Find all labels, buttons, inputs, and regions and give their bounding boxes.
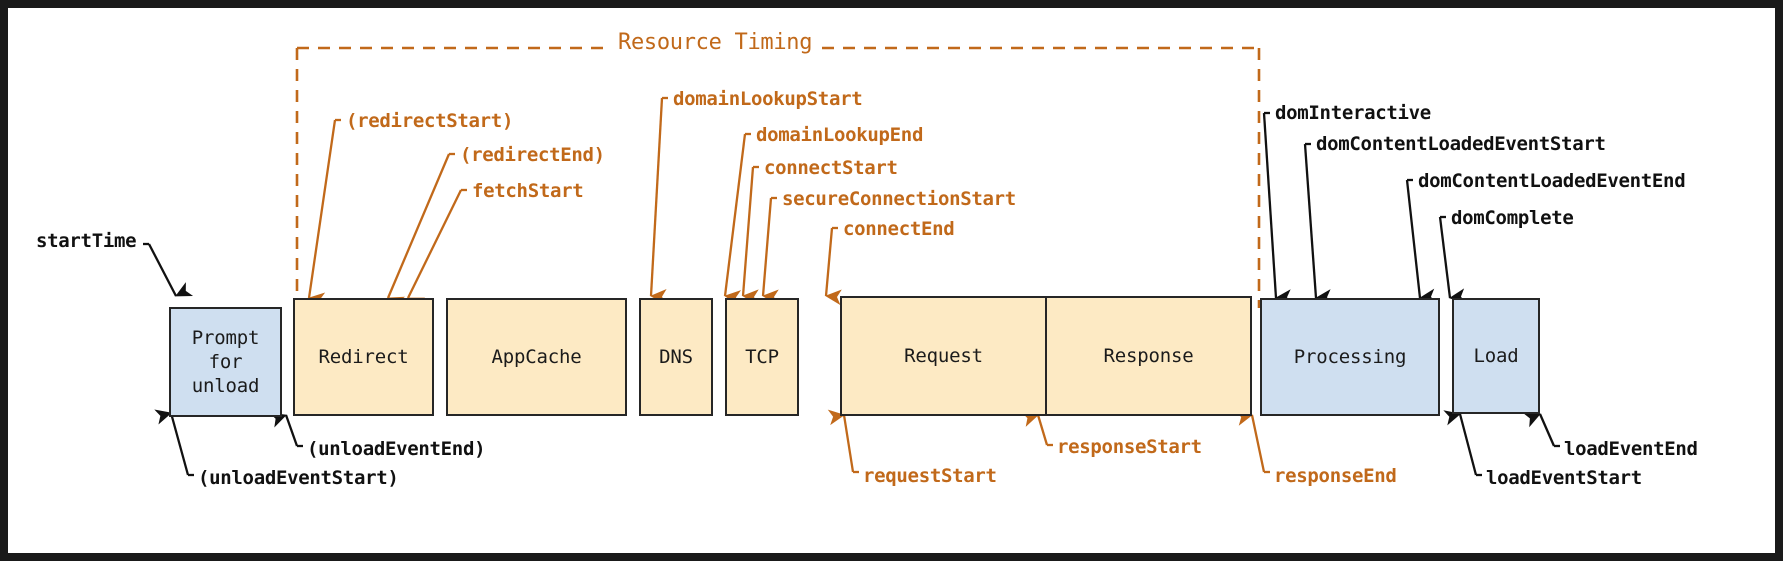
phase-label-processing: Processing	[1293, 345, 1407, 368]
phase-label-response: Response	[1103, 345, 1194, 367]
phase-label-tcp: TCP	[745, 345, 779, 368]
phase-box-redirect[interactable]: Redirect	[293, 298, 434, 416]
phase-box-load[interactable]: Load	[1452, 298, 1540, 414]
phase-cell-request[interactable]: Request	[842, 298, 1045, 414]
label-load-event-end: loadEventEnd	[1564, 438, 1698, 460]
phase-label-appcache: AppCache	[491, 345, 582, 368]
label-domain-lookup-start: domainLookupStart	[673, 88, 863, 110]
label-response-start: responseStart	[1057, 436, 1202, 458]
leader-response-start	[1021, 411, 1049, 446]
phase-box-request-response[interactable]: Request Response	[840, 296, 1252, 416]
label-domain-lookup-end: domainLookupEnd	[756, 124, 924, 146]
label-unload-event-start: (unloadEventStart)	[198, 467, 399, 489]
phase-label-request: Request	[904, 345, 983, 367]
leader-request-start	[827, 409, 855, 473]
label-dom-complete: domComplete	[1451, 207, 1574, 229]
leader-redirect-start	[307, 119, 337, 308]
phase-box-tcp[interactable]: TCP	[725, 298, 799, 416]
phase-box-appcache[interactable]: AppCache	[446, 298, 627, 416]
resource-timing-bracket	[295, 46, 1261, 308]
label-fetch-start: fetchStart	[472, 180, 584, 202]
phase-label-dns: DNS	[659, 345, 693, 368]
label-unload-event-end: (unloadEventEnd)	[307, 438, 486, 460]
diagram-canvas: Resource Timing Prompt for unload Redire…	[8, 8, 1775, 553]
label-response-end: responseEnd	[1274, 465, 1397, 487]
leader-dom-complete	[1438, 216, 1467, 304]
leader-connect-start	[741, 166, 759, 305]
phase-label-redirect: Redirect	[318, 345, 409, 368]
leader-connect-end	[824, 227, 842, 306]
leader-unload-event-end	[269, 412, 299, 447]
leader-response-end	[1235, 410, 1266, 473]
leader-load-event-start	[1443, 410, 1478, 476]
leader-unload-event-start	[154, 409, 190, 476]
label-redirect-end: (redirectEnd)	[460, 144, 605, 166]
phase-label-load: Load	[1473, 344, 1519, 367]
phase-box-processing[interactable]: Processing	[1260, 298, 1440, 416]
orange-top-connectors	[307, 96, 842, 312]
leader-domain-lookup-start	[649, 97, 667, 305]
connector-lines-layer	[143, 46, 1560, 477]
label-dom-content-loaded-event-end: domContentLoadedEventEnd	[1418, 170, 1686, 192]
label-load-event-start: loadEventStart	[1486, 467, 1642, 489]
label-dom-interactive: domInteractive	[1275, 102, 1431, 124]
leader-dom-interactive	[1262, 112, 1292, 305]
label-redirect-start: (redirectStart)	[346, 110, 514, 132]
leader-fetch-start	[406, 189, 463, 312]
phase-cell-response[interactable]: Response	[1045, 298, 1250, 414]
phase-label-prompt-for-unload: Prompt for unload	[191, 326, 260, 398]
label-dom-content-loaded-event-start: domContentLoadedEventStart	[1316, 133, 1606, 155]
leader-dcl-start	[1303, 143, 1332, 305]
leader-domain-lookup-end	[723, 133, 747, 306]
leader-start-time	[147, 243, 194, 297]
label-connect-start: connectStart	[764, 157, 898, 179]
black-bottom-connectors	[154, 409, 1560, 477]
leader-dcl-end	[1405, 179, 1436, 305]
label-request-start: requestStart	[863, 465, 997, 487]
leader-secure-connection-start	[761, 197, 779, 306]
phase-box-prompt-for-unload[interactable]: Prompt for unload	[169, 307, 282, 417]
phase-box-dns[interactable]: DNS	[639, 298, 713, 416]
orange-bottom-connectors	[827, 409, 1270, 474]
leader-redirect-end	[386, 153, 451, 312]
label-connect-end: connectEnd	[843, 218, 955, 240]
label-start-time: startTime	[36, 230, 137, 252]
resource-timing-title: Resource Timing	[608, 30, 823, 55]
black-top-connectors	[143, 111, 1467, 305]
leader-load-event-end	[1522, 412, 1556, 447]
label-secure-connection-start: secureConnectionStart	[782, 188, 1016, 210]
